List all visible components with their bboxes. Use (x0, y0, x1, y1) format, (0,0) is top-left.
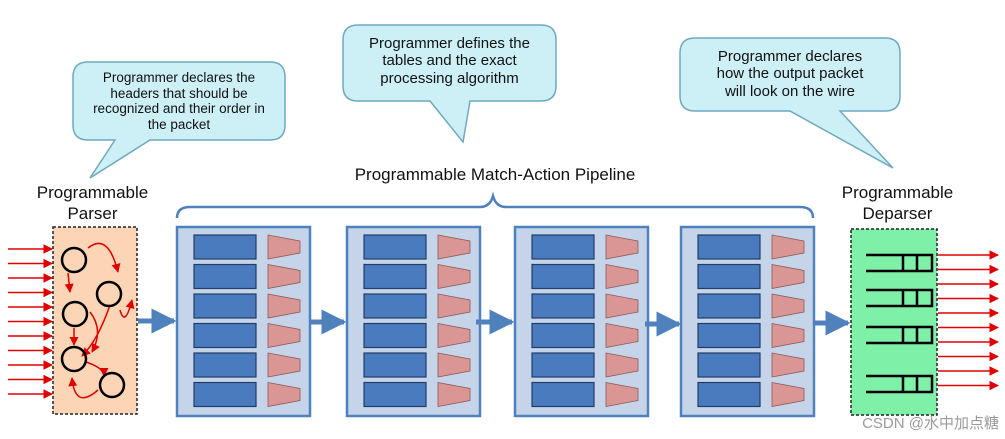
match-table (193, 381, 257, 408)
match-table (193, 234, 257, 260)
match-table (363, 322, 427, 349)
deparser-title: Programmable Deparser (825, 182, 970, 224)
match-table (531, 381, 595, 408)
match-table (531, 263, 595, 290)
action-unit (437, 382, 471, 407)
parser-title-line2: Parser (67, 204, 118, 223)
callout-deparser-text: Programmer declares how the output packe… (683, 48, 897, 100)
callout-line: will look on the wire (724, 82, 856, 100)
deparser-title-line1: Programmable (841, 183, 954, 202)
flow-arrows (138, 308, 851, 337)
watermark: CSDN @水中加点糖 (862, 415, 999, 432)
parser-title-line1: Programmable (36, 183, 149, 202)
pipeline-title: Programmable Match-Action Pipeline (354, 165, 636, 184)
pipeline-brace (175, 191, 815, 219)
callout-line: recognized and their order in (93, 101, 265, 117)
match-table (531, 322, 595, 349)
match-table (193, 293, 257, 319)
callout-line: the packet (147, 116, 211, 132)
pipeline-stage (345, 225, 482, 418)
action-unit (771, 323, 805, 348)
action-unit (437, 323, 471, 348)
callout-line: how the output packet (716, 65, 864, 83)
match-table (193, 352, 257, 378)
action-unit (437, 352, 471, 378)
match-table (363, 381, 427, 408)
pipeline-stage (513, 225, 650, 418)
action-unit (771, 352, 805, 378)
match-table (697, 263, 761, 290)
match-table (697, 234, 761, 260)
input-arrows (8, 244, 53, 399)
match-table (363, 234, 427, 260)
match-table (531, 293, 595, 319)
match-table (531, 352, 595, 378)
callout-pipeline-text: Programmer defines the tables and the ex… (346, 35, 553, 87)
callout-pipeline (342, 24, 557, 144)
parser-state-node (60, 345, 88, 373)
match-table (697, 293, 761, 319)
match-table (363, 263, 427, 290)
packet-icon (866, 325, 934, 345)
action-unit (605, 323, 639, 348)
callout-line: headers that should be (110, 85, 248, 101)
match-table (697, 381, 761, 408)
packet-icon (866, 288, 934, 308)
pipeline-stage (679, 225, 816, 418)
action-unit (771, 264, 805, 289)
action-unit (267, 234, 301, 260)
action-unit (605, 293, 639, 319)
callout-parser (72, 61, 286, 179)
output-arrows (938, 250, 999, 391)
match-table (193, 322, 257, 349)
action-unit (267, 323, 301, 348)
pipeline-stage (175, 225, 312, 418)
action-unit (437, 293, 471, 319)
callout-line: processing algorithm (380, 69, 519, 87)
match-table (193, 263, 257, 290)
action-unit (605, 382, 639, 407)
match-table (697, 322, 761, 349)
packet-icon (866, 253, 934, 273)
callout-deparser (679, 37, 901, 169)
callout-line: Programmer defines the (369, 35, 530, 52)
action-unit (771, 382, 805, 407)
action-unit (267, 382, 301, 407)
action-unit (267, 293, 301, 319)
parser-state-node (60, 246, 88, 274)
parser-state-node (98, 371, 126, 399)
callout-line: Programmer declares the (102, 70, 256, 85)
action-unit (771, 293, 805, 319)
match-table (531, 234, 595, 260)
callout-line: tables and the exact (382, 52, 517, 70)
action-unit (605, 234, 639, 260)
parser-state-node (95, 280, 123, 308)
parser-state-node (61, 300, 89, 328)
parser-title: Programmable Parser (20, 182, 165, 224)
match-table (363, 352, 427, 378)
action-unit (267, 264, 301, 289)
deparser-block (850, 228, 938, 416)
action-unit (771, 234, 805, 260)
action-unit (605, 352, 639, 378)
deparser-title-line2: Deparser (862, 204, 933, 223)
match-table (363, 293, 427, 319)
match-table (697, 352, 761, 378)
packet-icon (866, 374, 934, 394)
action-unit (267, 352, 301, 378)
parser-block (52, 226, 138, 415)
callout-parser-text: Programmer declares the headers that sho… (76, 70, 282, 132)
callout-line: Programmer declares (717, 48, 863, 65)
action-unit (437, 234, 471, 260)
action-unit (437, 264, 471, 289)
action-unit (605, 264, 639, 289)
pipeline-stages (175, 225, 816, 418)
